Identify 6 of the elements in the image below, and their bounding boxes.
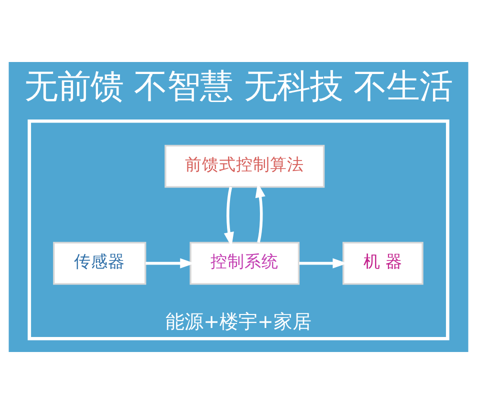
node-box: 机 器 [342,242,424,285]
arrow [299,258,348,268]
diagram-title: 无前馈 不智慧 无科技 不生活 [24,66,452,106]
node-box: 前馈式控制算法 [164,144,325,188]
node-box: 控制系统 [190,242,300,285]
node-box: 传感器 [53,242,146,285]
